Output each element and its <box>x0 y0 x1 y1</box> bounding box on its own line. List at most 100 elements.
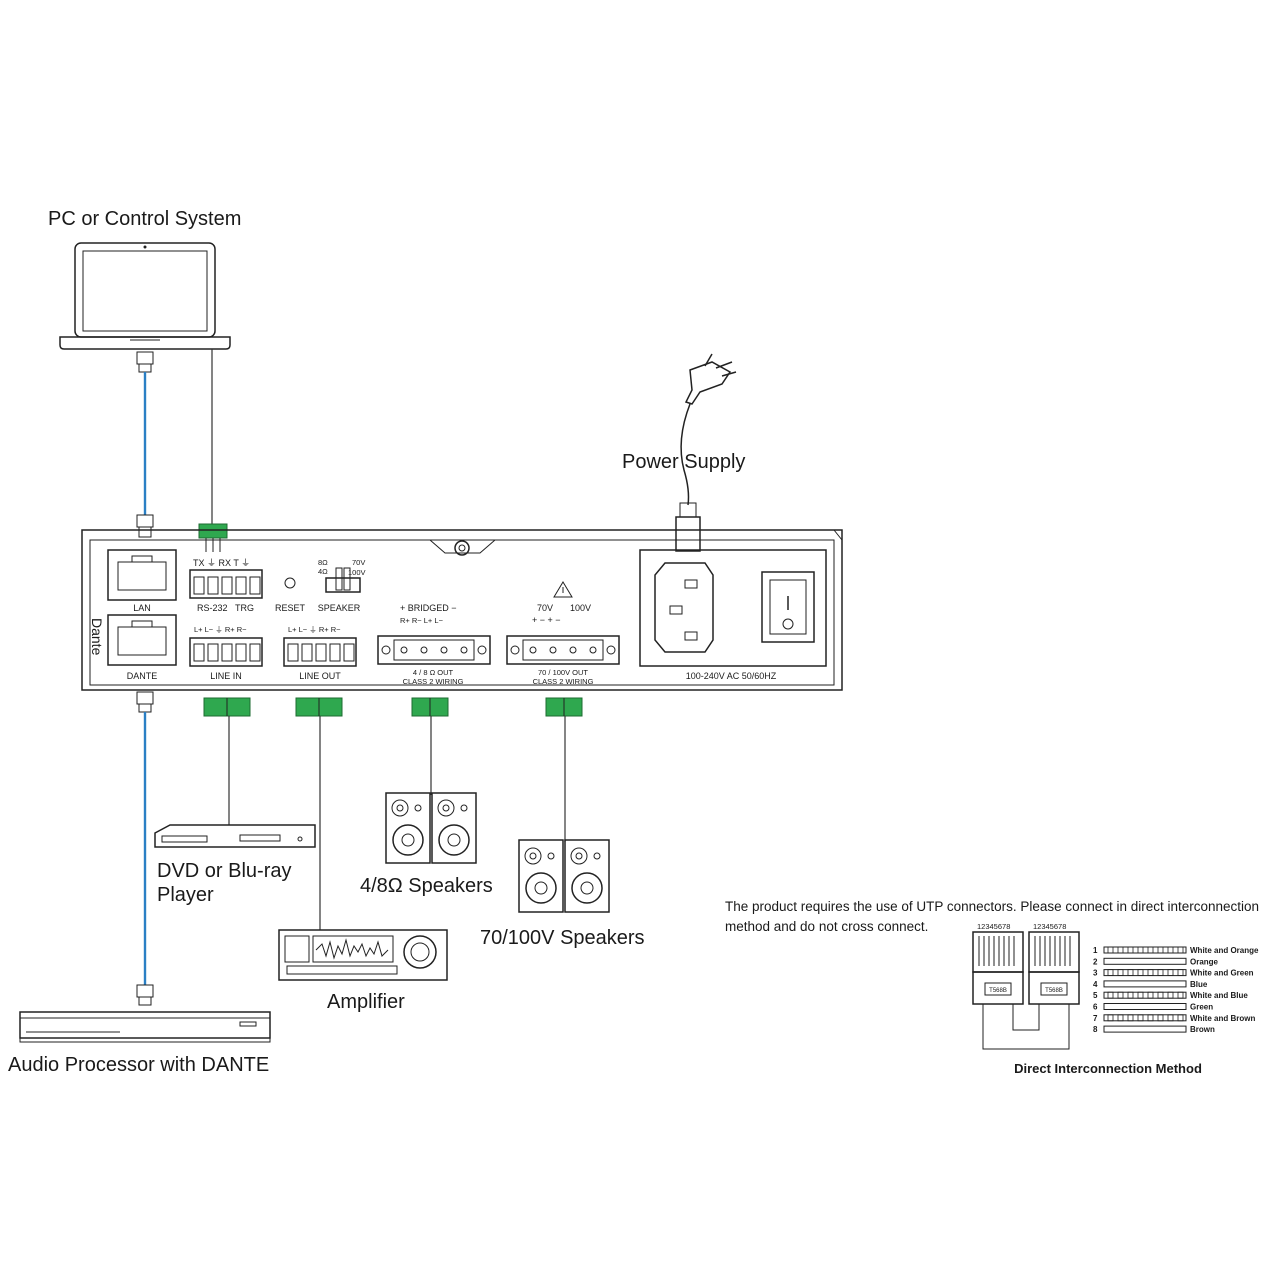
speaker-48-plug <box>411 697 449 717</box>
wire-stripe <box>1117 1014 1124 1022</box>
wire-bar <box>1103 1003 1187 1010</box>
iec-plug-icon <box>675 502 701 552</box>
wire-stripe <box>1147 1014 1154 1022</box>
wire-bar <box>1103 957 1187 965</box>
wire-stripe <box>1117 946 1124 954</box>
bridged-label: + BRIDGED − <box>400 603 457 613</box>
pins-label-right: 12345678 <box>1033 922 1066 931</box>
speaker-switch[interactable] <box>325 567 361 593</box>
trg-label: TRG <box>235 603 254 613</box>
wire-stripe <box>1127 991 1134 999</box>
wire-stripe <box>1157 946 1164 954</box>
wire-stripe <box>1137 991 1144 999</box>
switch-100v: 100V <box>348 568 366 577</box>
wire-color-label: Orange <box>1190 957 1219 966</box>
line-in-plug <box>203 697 251 717</box>
power-label: Power Supply <box>622 451 745 473</box>
lan-label: LAN <box>133 603 151 613</box>
audio-processor-label: Audio Processor with DANTE <box>8 1054 269 1076</box>
speaker-label: SPEAKER <box>318 603 361 613</box>
wire-stripe <box>1107 1014 1114 1022</box>
wire-stripe <box>1167 969 1174 976</box>
wire-bar <box>1103 1025 1187 1033</box>
warning-icon <box>553 581 573 598</box>
out48-label: 4 / 8 Ω OUT <box>413 668 454 677</box>
speakers-48-label: 4/8Ω Speakers <box>360 875 493 897</box>
dante-logo: Dante <box>89 618 105 656</box>
rs232-pins-label: TX ⏚ RX T ⏚ <box>193 558 250 568</box>
100v-label: 100V <box>570 603 591 613</box>
speaker-out-4-8-terminal[interactable] <box>377 635 491 665</box>
speaker-pair-48-icon <box>385 792 477 864</box>
amplifier-rear-panel <box>81 529 843 691</box>
rj45-plug-icon <box>136 514 154 538</box>
wire-stripe <box>1167 1014 1174 1022</box>
70v-pins: + − + − <box>532 615 561 625</box>
line-out-label: LINE OUT <box>299 671 341 681</box>
wire-stripe <box>1137 946 1144 954</box>
reset-button[interactable] <box>284 577 296 589</box>
t568b-left: T568B <box>989 988 1007 994</box>
rs232-terminal[interactable] <box>189 569 263 599</box>
wire-bar <box>1103 980 1187 988</box>
dante-port[interactable] <box>107 614 177 666</box>
speakers-70100-label: 70/100V Speakers <box>480 927 645 949</box>
wire-color-label: Brown <box>1190 1025 1215 1034</box>
wire-color-label: White and Blue <box>1190 991 1248 1000</box>
wire-number: 2 <box>1093 957 1098 966</box>
dvd-label-1: DVD or Blu-ray <box>157 860 291 882</box>
wire-stripe <box>1107 969 1114 976</box>
wire-row: 8 Brown <box>1093 1025 1215 1034</box>
utp-note-line1: The product requires the use of UTP conn… <box>725 899 1259 914</box>
out70-class-label: CLASS 2 WIRING <box>533 677 594 686</box>
lan-port[interactable] <box>107 549 177 601</box>
wire-stripe <box>1107 991 1114 999</box>
utp-note-line2: method and do not cross connect. <box>725 919 928 934</box>
70v-label: 70V <box>537 603 553 613</box>
wire-color-label: White and Green <box>1190 969 1254 978</box>
wire-stripe <box>1177 1014 1184 1022</box>
speaker-pair-70100-icon <box>518 839 610 913</box>
out70-label: 70 / 100V OUT <box>538 668 588 677</box>
wire-stripe <box>1107 946 1114 954</box>
dvd-label-2: Player <box>157 884 214 906</box>
wire-color-label: Green <box>1190 1003 1213 1012</box>
audio-processor-icon <box>19 1011 271 1043</box>
iec-socket[interactable] <box>654 562 714 653</box>
wire-row: 2 Orange <box>1093 957 1219 966</box>
rj45-plug-icon <box>136 691 154 713</box>
switch-4ohm: 4Ω <box>318 567 328 576</box>
wire-color-label: White and Orange <box>1190 946 1259 955</box>
wire-stripe <box>1127 946 1134 954</box>
speaker-out-70-100v-terminal[interactable] <box>506 635 620 665</box>
wire-number: 6 <box>1093 1003 1098 1012</box>
wire-stripe <box>1177 991 1184 999</box>
wire-row: 6 Green <box>1093 1003 1213 1012</box>
wire-stripe <box>1147 946 1154 954</box>
rj45-plug-icon <box>136 351 154 373</box>
power-switch[interactable] <box>761 571 815 643</box>
wire-stripe <box>1177 946 1184 954</box>
pc-label: PC or Control System <box>48 208 241 230</box>
line-out-terminal[interactable] <box>283 637 357 667</box>
wire-number: 8 <box>1093 1025 1098 1034</box>
reset-label: RESET <box>275 603 306 613</box>
power-section <box>639 549 827 667</box>
wire-number: 1 <box>1093 946 1098 955</box>
line-in-terminal[interactable] <box>189 637 263 667</box>
wire-stripe <box>1167 946 1174 954</box>
amplifier-icon <box>278 929 448 981</box>
laptop-icon <box>59 242 231 350</box>
wire-color-label: Blue <box>1190 980 1208 989</box>
ac-label: 100-240V AC 50/60HZ <box>686 671 777 681</box>
wiring-title: Direct Interconnection Method <box>1014 1061 1202 1076</box>
t568b-right: T568B <box>1045 988 1063 994</box>
wire-bar <box>1103 969 1187 977</box>
rj45-plug-icon <box>136 984 154 1006</box>
out48-class-label: CLASS 2 WIRING <box>403 677 464 686</box>
